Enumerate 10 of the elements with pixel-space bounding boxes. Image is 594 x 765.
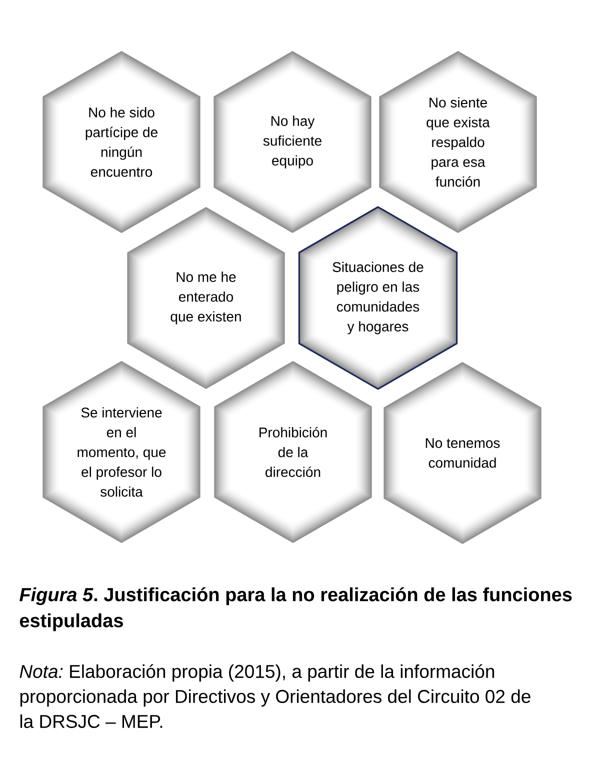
hexagon: Situaciones de peligro en las comunidades y hogares [298, 206, 458, 390]
note: Nota: Elaboración propia (2015), a partir de la información proporcionada por Directivos y Orientadores del Circuito 02 de la DRSJC – MEP. [20, 664, 530, 728]
hexagon: No he sido partícipe de ningún encuentro [42, 51, 200, 233]
hexagon: No siente que exista respaldo para esa función [379, 51, 537, 233]
caption: Figura 5. Justificación para la no realización de las funciones estipuladas [20, 587, 572, 632]
hexagon: No me he enterado que existen [127, 207, 285, 389]
hexagon: No hay suficiente equipo [214, 51, 372, 233]
hexagon: Prohibición de la dirección [214, 361, 372, 543]
hexagon: Se interviene en el momento, que el profesor lo solicita [42, 361, 200, 543]
hexagon: No tenemos comunidad [384, 362, 542, 544]
